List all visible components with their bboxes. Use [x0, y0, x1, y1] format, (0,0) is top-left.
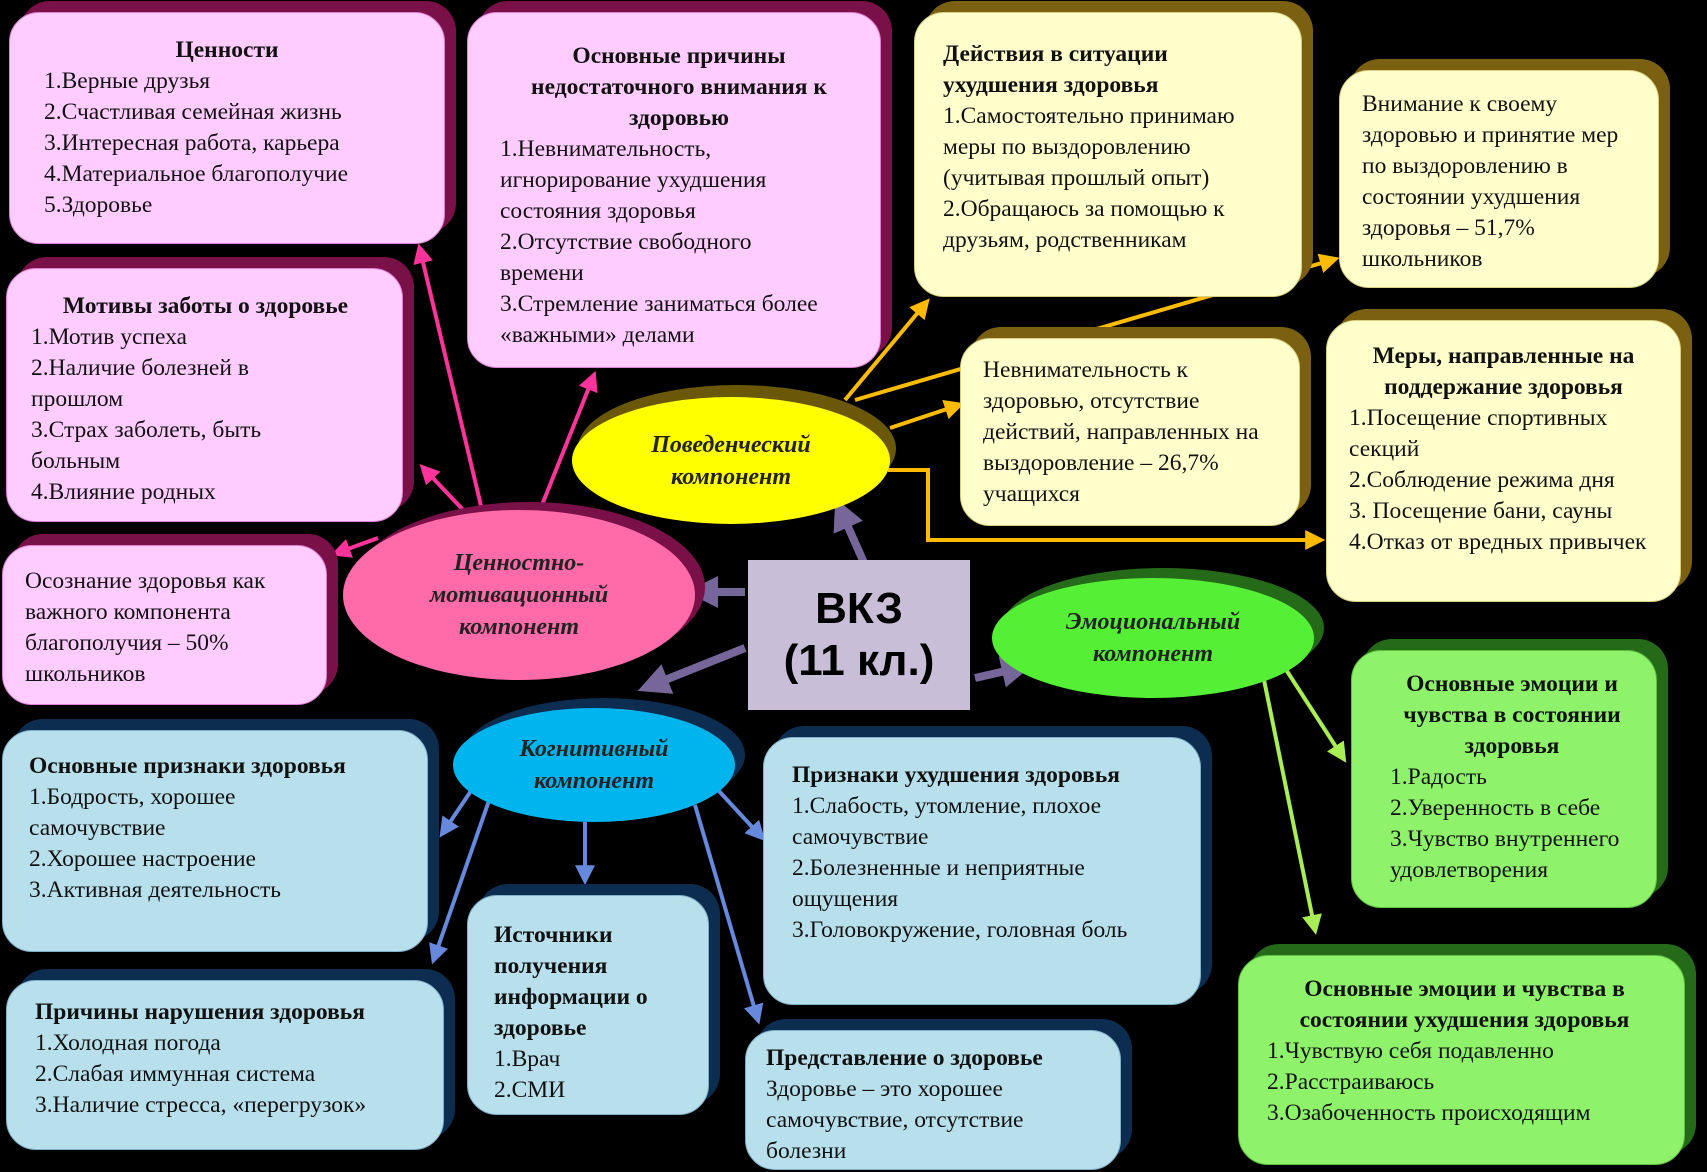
reasons-attention-box: Основные причины недостаточного внимания… — [467, 12, 881, 368]
causes-box: Причины нарушения здоровья 1.Холодная по… — [6, 980, 444, 1150]
list-item: 1.Невнимательность, игнорирование ухудше… — [500, 136, 767, 224]
notion-title: Представление о здоровье — [766, 1045, 1043, 1071]
node-emotional: Эмоциональный компонент — [992, 578, 1314, 698]
list-item: 1.Радость — [1390, 764, 1487, 790]
list-item: 3.Стремление заниматься более «важными» … — [500, 291, 818, 348]
list-item: 1.Слабость, утомление, плохое самочувств… — [792, 793, 1102, 850]
list-item: 2.Болезненные и неприятные ощущения — [792, 855, 1085, 912]
causes-title: Причины нарушения здоровья — [35, 999, 365, 1025]
arrow-center-to-cognitive — [637, 644, 747, 694]
list-item: 2.Уверенность в себе — [1390, 795, 1601, 821]
list-item: 2.Хорошее настроение — [29, 846, 256, 872]
node-value-motivational: Ценностно- мотивационный компонент — [343, 510, 695, 680]
list-item: 3.Головокружение, головная боль — [792, 917, 1128, 943]
inattention-stat-text: Невнимательность к здоровью, отсутствие … — [983, 357, 1259, 507]
list-item: 1.Посещение спортивных секций — [1349, 405, 1608, 462]
emotions-worse-title: Основные эмоции и чувства в состоянии ух… — [1299, 976, 1630, 1033]
node-emotional-label: Эмоциональный компонент — [1065, 609, 1241, 667]
node-behavioral-label: Поведенческий компонент — [651, 431, 811, 490]
arrow-emotional-to-emotions-worse — [1260, 669, 1322, 935]
node-value-motivational-label: Ценностно- мотивационный компонент — [429, 550, 609, 640]
notion-box: Представление о здоровье Здоровье – это … — [745, 1030, 1121, 1170]
list-item: 1.Холодная погода — [35, 1030, 221, 1056]
emotions-health-title: Основные эмоции и чувства в состоянии зд… — [1403, 671, 1621, 759]
center-subtitle: (11 кл.) — [783, 636, 935, 685]
health-signs-title: Основные признаки здоровья — [29, 753, 346, 779]
list-item: 2.Слабая иммунная система — [35, 1061, 316, 1087]
arrow-behavioral-to-inattention — [889, 400, 965, 430]
awareness-text: Осознание здоровья как важного компонент… — [25, 568, 266, 687]
list-item: 2.Отсутствие свободного времени — [500, 229, 752, 286]
arrow-value-to-awareness — [330, 536, 379, 558]
health-signs-box: Основные признаки здоровья 1.Бодрость, х… — [2, 730, 428, 952]
list-item: 2.Расстраиваюсь — [1267, 1069, 1435, 1095]
list-item: 2.Счастливая семейная жизнь — [44, 99, 342, 125]
list-item: 3.Активная деятельность — [29, 877, 282, 903]
list-item: 1.Самостоятельно принимаю меры по выздор… — [943, 103, 1235, 191]
values-box: Ценности 1.Верные друзья 2.Счастливая се… — [9, 12, 445, 244]
support-measures-box: Меры, направленные на поддержание здоров… — [1326, 320, 1681, 602]
list-item: 4.Отказ от вредных привычек — [1349, 529, 1647, 555]
node-cognitive: Когнитивный компонент — [453, 708, 735, 822]
awareness-box: Осознание здоровья как важного компонент… — [2, 545, 327, 705]
list-item: 5.Здоровье — [44, 192, 153, 218]
list-item: 1.Бодрость, хорошее самочувствие — [29, 784, 236, 841]
actions-title: Действия в ситуации ухудшения здоровья — [943, 41, 1168, 98]
list-item: 2.Соблюдение режима дня — [1349, 467, 1615, 493]
list-item: 2.Наличие болезней в прошлом — [31, 355, 249, 412]
list-item: 1.Мотив успеха — [31, 324, 187, 350]
list-item: 2.Обращаюсь за помощью к друзьям, родств… — [943, 196, 1225, 253]
list-item: 3.Страх заболеть, быть больным — [31, 417, 262, 474]
reasons-attention-title: Основные причины недостаточного внимания… — [531, 43, 827, 131]
values-title: Ценности — [175, 37, 279, 63]
arrow-value-to-reasons — [538, 370, 598, 511]
center-title: ВКЗ — [815, 584, 903, 633]
center-label-box: ВКЗ (11 кл.) — [748, 560, 970, 710]
arrow-cognitive-to-notion — [693, 804, 764, 1025]
list-item: 3.Чувство внутреннего удовлетворения — [1390, 826, 1620, 883]
arrow-value-to-values — [413, 243, 484, 511]
arrow-center-to-emotional — [974, 656, 1034, 688]
actions-box: Действия в ситуации ухудшения здоровья 1… — [914, 12, 1302, 297]
list-item: 3.Наличие стресса, «перегрузок» — [35, 1092, 367, 1118]
list-item: 3.Озабоченность происходящим — [1267, 1100, 1591, 1126]
attention-stat-box: Внимание к своему здоровью и принятие ме… — [1339, 70, 1659, 288]
worse-signs-box: Признаки ухудшения здоровья 1.Слабость, … — [763, 737, 1201, 1005]
list-item: 4.Влияние родных — [31, 479, 216, 505]
list-item: 1.Чувствую себя подавленно — [1267, 1038, 1554, 1064]
arrow-behavioral-to-measures — [888, 468, 1326, 550]
emotions-health-box: Основные эмоции и чувства в состоянии зд… — [1351, 650, 1657, 908]
sources-title: Источники получения информации о здоровь… — [494, 922, 648, 1041]
arrow-cognitive-to-worse-signs — [716, 788, 766, 842]
motives-box: Мотивы заботы о здоровье 1.Мотив успеха … — [6, 268, 403, 522]
arrow-value-to-motives — [419, 463, 470, 517]
support-measures-title: Меры, направленные на поддержание здоров… — [1372, 343, 1635, 400]
list-item: 2.СМИ — [494, 1077, 566, 1103]
arrow-cognitive-to-causes — [429, 791, 494, 965]
list-item: 3. Посещение бани, сауны — [1349, 498, 1613, 524]
node-behavioral: Поведенческий компонент — [572, 397, 890, 524]
arrow-emotional-to-emotions-health — [1281, 663, 1347, 763]
list-item: 4.Материальное благополучие — [44, 161, 349, 187]
attention-stat-text: Внимание к своему здоровью и принятие ме… — [1362, 91, 1619, 272]
list-item: 3.Интересная работа, карьера — [44, 130, 340, 156]
worse-signs-title: Признаки ухудшения здоровья — [792, 762, 1121, 788]
list-item: 1.Верные друзья — [44, 68, 211, 94]
arrow-center-to-behavioral — [833, 498, 869, 567]
inattention-stat-box: Невнимательность к здоровью, отсутствие … — [960, 338, 1300, 526]
emotions-worse-box: Основные эмоции и чувства в состоянии ух… — [1238, 955, 1685, 1165]
sources-box: Источники получения информации о здоровь… — [467, 895, 709, 1115]
arrow-behavioral-to-actions — [843, 298, 930, 402]
node-cognitive-label: Когнитивный компонент — [519, 736, 669, 794]
notion-text: Здоровье – это хорошее самочувствие, отс… — [766, 1076, 1024, 1164]
list-item: 1.Врач — [494, 1046, 561, 1072]
motives-title: Мотивы заботы о здоровье — [62, 293, 349, 319]
